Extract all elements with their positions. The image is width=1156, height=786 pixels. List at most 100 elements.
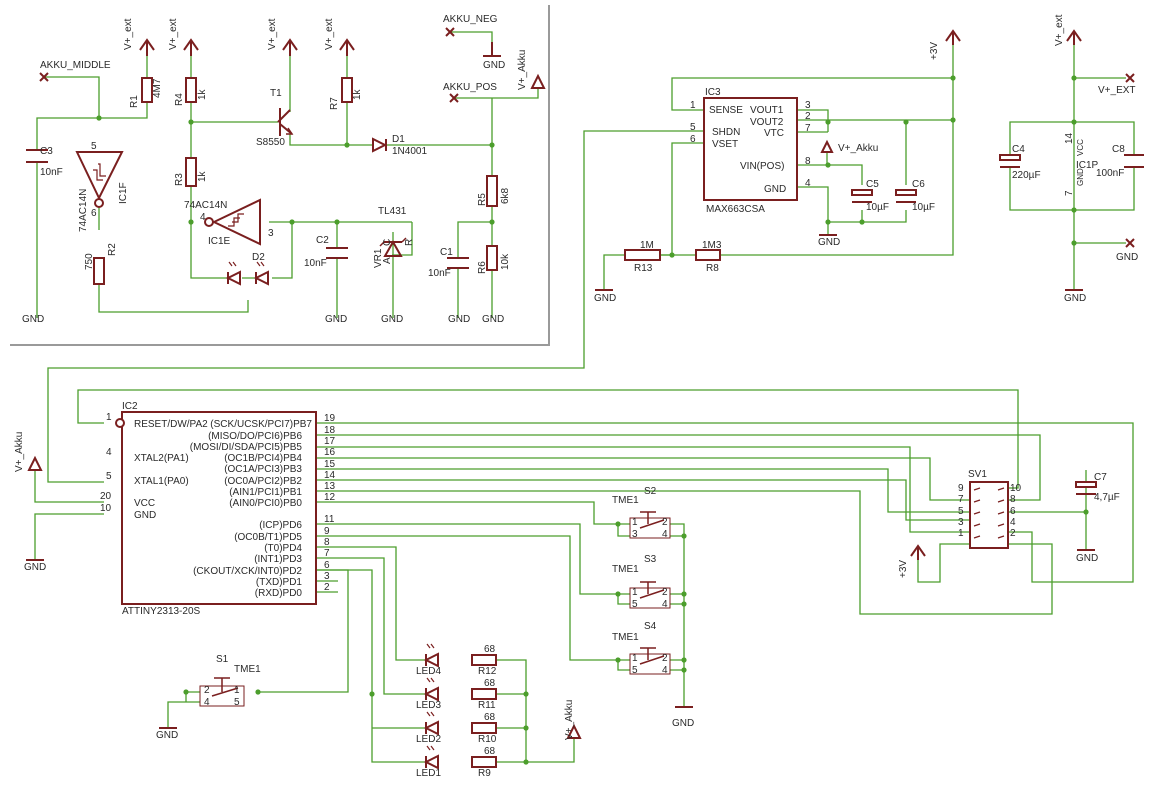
ic2-left-pins: RESET/DW/PA2 XTAL2(PA1) XTAL1(PA0) VCC G… (100, 412, 208, 521)
svg-text:4: 4 (200, 212, 206, 223)
capacitor-c8[interactable]: C8 100nF (1096, 144, 1144, 179)
svg-text:5: 5 (106, 471, 112, 482)
svg-text:(CKOUT/XCK/INT0)PD2: (CKOUT/XCK/INT0)PD2 (193, 566, 302, 577)
svg-text:R12: R12 (478, 666, 497, 677)
resistor-r7[interactable]: R7 1k (329, 77, 363, 110)
capacitor-c6[interactable]: C6 10µF (895, 179, 935, 213)
svg-text:R11: R11 (478, 700, 496, 711)
svg-text:V+_Akku: V+_Akku (14, 432, 25, 472)
svg-text:IC1P: IC1P (1076, 160, 1099, 171)
svg-text:10µF: 10µF (912, 202, 935, 213)
vakku-arrow-ic2: V+_Akku (14, 432, 43, 472)
svg-text:R13: R13 (634, 263, 653, 274)
net-gnd-power[interactable]: GND (1116, 238, 1138, 263)
led-led4[interactable]: LED4 (416, 643, 441, 677)
svg-text:ATTINY2313-20S: ATTINY2313-20S (122, 606, 201, 617)
svg-text:VR1: VR1 (373, 248, 384, 268)
svg-text:S1: S1 (216, 654, 229, 665)
resistor-r6[interactable]: R6 10k (477, 245, 511, 274)
charger-frame (10, 5, 550, 346)
svg-text:SENSE: SENSE (709, 105, 743, 116)
capacitor-c4[interactable]: C4 220µF (999, 144, 1041, 181)
svg-text:1: 1 (234, 685, 240, 696)
capacitor-c3[interactable]: C3 10nF (26, 146, 63, 178)
header-sv1[interactable]: SV1 9 7 5 3 1 10 8 6 4 2 (958, 469, 1022, 549)
svg-text:19: 19 (324, 413, 336, 424)
capacitor-c1[interactable]: C1 10nF (428, 247, 469, 279)
svg-text:68: 68 (484, 678, 496, 689)
svg-text:C1: C1 (440, 247, 453, 258)
svg-text:MAX663CSA: MAX663CSA (706, 204, 765, 215)
schmitt-ic1f[interactable]: 5 6 IC1F 74AC14N (75, 141, 129, 232)
svg-text:GND: GND (1076, 168, 1085, 186)
net-akku-middle[interactable]: AKKU_MIDDLE (39, 60, 111, 82)
svg-text:AKKU_POS: AKKU_POS (443, 82, 497, 93)
svg-text:C6: C6 (912, 179, 925, 190)
ic2-attiny2313[interactable]: IC2 ATTINY2313-20S RESET/DW/PA2 XTAL2(PA… (100, 401, 336, 617)
resistor-r9[interactable]: 68 R9 (471, 746, 497, 779)
svg-text:GND: GND (134, 510, 156, 521)
resistor-r11[interactable]: 68 R11 (471, 678, 497, 711)
resistor-r8[interactable]: 1M3 R8 (695, 240, 722, 274)
capacitor-c2[interactable]: C2 10nF (304, 235, 348, 269)
svg-text:V+_ext: V+_ext (1054, 14, 1065, 46)
leds-d2[interactable]: D2 (225, 252, 269, 286)
svg-text:S2: S2 (644, 486, 657, 497)
capacitor-c7[interactable]: C7 4,7µF (1075, 472, 1120, 503)
svg-text:1: 1 (632, 587, 638, 598)
resistor-r2[interactable]: 750 R2 (84, 243, 118, 285)
svg-text:C5: C5 (866, 179, 879, 190)
svg-text:5: 5 (632, 599, 638, 610)
svg-text:4M7: 4M7 (152, 78, 163, 98)
svg-text:IC2: IC2 (122, 401, 138, 412)
resistor-r3[interactable]: R3 1k (174, 157, 208, 187)
net-akku-neg[interactable]: AKKU_NEG (443, 14, 498, 37)
svg-text:1: 1 (106, 412, 112, 423)
ic1p-junctions (1071, 75, 1077, 246)
svg-text:IC1F: IC1F (118, 182, 129, 204)
diode-d1[interactable]: D1 1N4001 (372, 134, 427, 157)
resistor-r4[interactable]: R4 1k (174, 77, 208, 106)
svg-text:6: 6 (690, 134, 696, 145)
vext-arrow-r1: V+_ext (123, 18, 155, 56)
svg-text:(ICP)PD6: (ICP)PD6 (259, 520, 302, 531)
resistor-r13[interactable]: 1M R13 (624, 240, 661, 274)
resistor-r1[interactable]: R1 4M7 (129, 77, 163, 108)
header-pin-marks (973, 487, 1005, 539)
svg-text:9: 9 (958, 483, 964, 494)
svg-text:GND: GND (22, 314, 44, 325)
ic1p-power-unit[interactable]: 14 VCC IC1P GND 7 (1064, 132, 1099, 196)
gnd-labels-switches: GND GND (156, 706, 694, 741)
svg-text:R1: R1 (129, 95, 140, 108)
resistor-r10[interactable]: 68 R10 (471, 712, 497, 745)
svg-text:V+_Akku: V+_Akku (517, 50, 528, 90)
svg-text:4: 4 (662, 599, 668, 610)
net-akku-pos[interactable]: AKKU_POS (443, 82, 497, 103)
led-led3[interactable]: LED3 (416, 677, 441, 711)
capacitor-c5[interactable]: C5 10µF (851, 179, 889, 213)
transistor-t1[interactable]: T1 S8550 (256, 88, 294, 148)
svg-text:10nF: 10nF (428, 268, 451, 279)
shunt-tl431[interactable]: TL431 VR1 A C R (373, 206, 415, 268)
svg-text:3: 3 (324, 571, 330, 582)
svg-text:750: 750 (84, 253, 95, 270)
ic2-right-pins: (SCK/UCSK/PCI7)PB7 (MISO/DO/PCI6)PB6 (MO… (190, 419, 313, 599)
net-vplus-ext[interactable]: V+_EXT (1098, 73, 1136, 96)
led-led2[interactable]: LED2 (416, 711, 441, 745)
svg-text:2: 2 (662, 653, 668, 664)
resistor-r5[interactable]: R5 6k8 (477, 175, 511, 207)
led-led1[interactable]: LED1 (416, 745, 441, 779)
svg-text:4: 4 (662, 665, 668, 676)
svg-text:(AIN1/PCI1)PB1: (AIN1/PCI1)PB1 (229, 487, 302, 498)
ic3-max663[interactable]: IC3 MAX663CSA SENSE SHDN VSET VOUT1 VOUT… (690, 87, 811, 215)
svg-text:GND: GND (594, 293, 616, 304)
v3-arrow-header: +3V (898, 544, 926, 578)
schmitt-ic1e[interactable]: 74AC14N IC1E 4 3 (184, 198, 274, 247)
resistor-r12[interactable]: 68 R12 (471, 644, 497, 677)
svg-text:R6: R6 (477, 261, 488, 274)
